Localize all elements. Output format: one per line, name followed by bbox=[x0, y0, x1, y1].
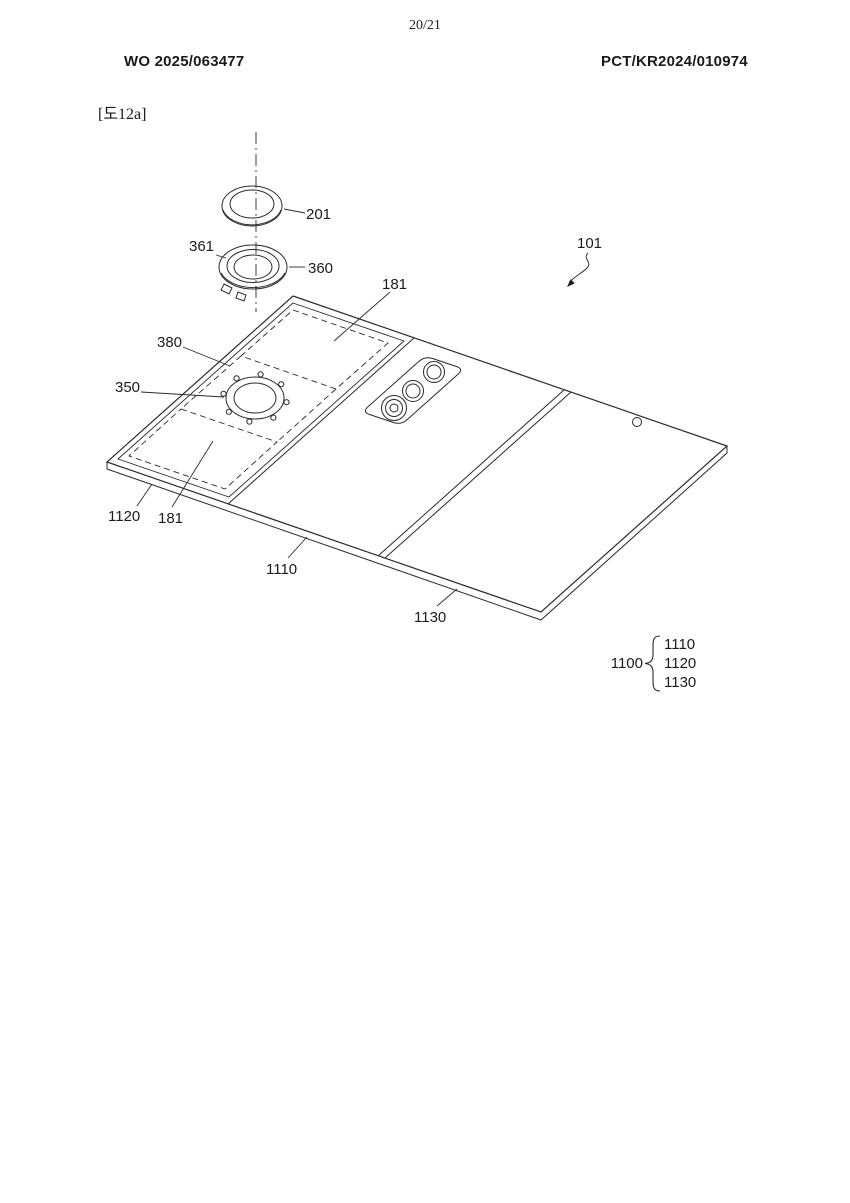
leader-350 bbox=[140, 391, 225, 398]
application-number: PCT/KR2024/010974 bbox=[601, 53, 748, 70]
leader-201 bbox=[283, 208, 306, 214]
figure-linework bbox=[105, 132, 729, 692]
ref-group-item-1110: 1110 bbox=[664, 636, 695, 653]
camera-lens-1 bbox=[423, 361, 445, 383]
ref-label-101: 101 bbox=[577, 235, 602, 252]
left-panel-rim bbox=[117, 302, 405, 498]
ref-arrowhead-101 bbox=[567, 279, 575, 287]
ref-label-1130: 1130 bbox=[414, 609, 446, 626]
display-area-dashed-outline bbox=[128, 309, 389, 490]
publication-number: WO 2025/063477 bbox=[124, 53, 245, 70]
fold-divider-1 bbox=[227, 337, 415, 505]
ref-label-361: 361 bbox=[189, 238, 214, 255]
leader-361 bbox=[215, 254, 227, 259]
ref-label-181-upper: 181 bbox=[382, 276, 407, 293]
ring-tab-icon bbox=[235, 291, 247, 302]
camera-bump bbox=[364, 357, 462, 424]
leader-181-upper bbox=[333, 291, 391, 342]
page-number: 20/21 bbox=[409, 18, 441, 33]
camera-ring-360 bbox=[218, 244, 288, 302]
ref-label-1120: 1120 bbox=[108, 508, 140, 525]
ref-group-item-1120: 1120 bbox=[664, 655, 696, 672]
ref-group-item-1130: 1130 bbox=[664, 674, 696, 691]
ref-label-1100: 1100 bbox=[611, 655, 643, 672]
ref-arrow-101 bbox=[568, 252, 590, 284]
housing-side-face bbox=[106, 446, 728, 621]
ref-label-181-lower: 181 bbox=[158, 510, 183, 527]
ref-label-350: 350 bbox=[115, 379, 140, 396]
device-housing bbox=[105, 295, 729, 621]
fold-divider-2b bbox=[384, 391, 572, 559]
leader-380 bbox=[182, 346, 231, 367]
ring-tab-icon bbox=[220, 283, 233, 295]
leader-1120 bbox=[136, 483, 153, 507]
leader-1110 bbox=[287, 536, 308, 559]
ref-label-1110: 1110 bbox=[266, 561, 297, 578]
camera-lens-2 bbox=[402, 380, 424, 402]
decorative-ring-201 bbox=[221, 185, 283, 227]
side-hole bbox=[632, 417, 642, 427]
ref-label-360: 360 bbox=[308, 260, 333, 277]
ref-label-201: 201 bbox=[306, 206, 331, 223]
leader-181-lower bbox=[171, 440, 214, 508]
group-brace-icon bbox=[644, 635, 661, 692]
housing-top-face bbox=[105, 295, 729, 613]
camera-lens-3 bbox=[381, 395, 407, 421]
fold-divider-2a bbox=[377, 389, 565, 557]
camera-opening-350 bbox=[220, 371, 290, 425]
ref-labels: 201 361 360 181 101 380 350 1120 181 111… bbox=[108, 206, 696, 691]
leader-lines bbox=[136, 208, 590, 607]
figure-tag: [도12a] bbox=[98, 106, 147, 123]
leader-1130 bbox=[436, 588, 458, 607]
ref-label-380: 380 bbox=[157, 334, 182, 351]
